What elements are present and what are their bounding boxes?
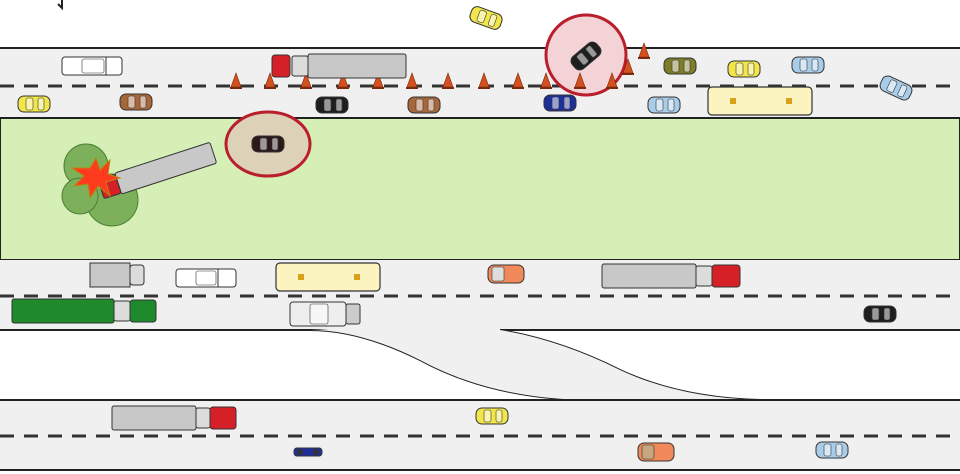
box-truck (89, 262, 145, 288)
vehicles-frontage-road (111, 405, 849, 462)
car (475, 407, 509, 425)
tree-crash (61, 142, 217, 227)
semi-truck (111, 405, 237, 431)
green-semi-truck (11, 298, 157, 324)
car (647, 96, 681, 114)
semi-truck (601, 263, 741, 289)
pickup-truck (61, 56, 123, 76)
direction-arrow-icon (57, 0, 63, 11)
car-stopped-in-median (251, 135, 285, 153)
car (663, 57, 697, 75)
explosion-icon (70, 156, 122, 200)
car (119, 93, 153, 111)
car (487, 264, 525, 284)
van (289, 301, 361, 327)
exit-ramp-surface (310, 330, 760, 400)
grass-median (0, 117, 960, 261)
car (791, 56, 825, 74)
motorcycle (293, 447, 323, 457)
car-icon (251, 135, 285, 153)
car (467, 4, 505, 32)
bus (275, 262, 381, 292)
median-vehicles (61, 135, 285, 227)
bus (707, 86, 813, 116)
semi-truck (271, 53, 407, 79)
car (315, 96, 349, 114)
car (543, 94, 577, 112)
lower-roadway (0, 260, 960, 401)
vehicles-upper-road (17, 4, 915, 116)
car (407, 96, 441, 114)
car (815, 441, 849, 459)
car (727, 60, 761, 78)
pickup-truck (175, 268, 237, 288)
vehicles-lower-road (11, 262, 897, 327)
car (863, 305, 897, 323)
car (17, 95, 51, 113)
car (637, 442, 675, 462)
